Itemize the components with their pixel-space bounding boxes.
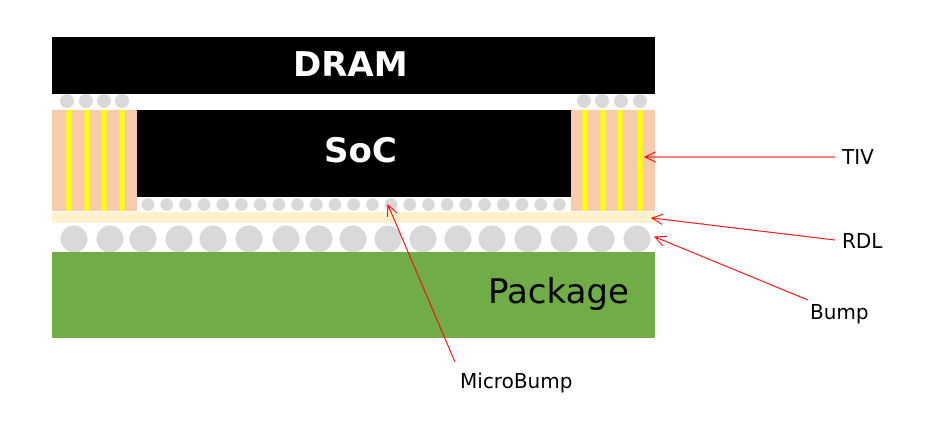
dram-bump xyxy=(633,94,647,108)
bump xyxy=(514,225,542,253)
microbump-arrowhead-icon xyxy=(386,203,398,218)
dram-bump xyxy=(577,94,591,108)
bump xyxy=(339,225,367,253)
bump xyxy=(409,225,437,253)
bump xyxy=(60,225,88,253)
bump xyxy=(623,225,651,253)
bump xyxy=(199,225,227,253)
microbump xyxy=(216,198,230,211)
microbump xyxy=(197,198,211,211)
dram-bump xyxy=(115,94,129,108)
dram-bump xyxy=(595,94,609,108)
dram-bump xyxy=(60,94,74,108)
bump-leader-line xyxy=(654,236,809,301)
bump xyxy=(305,225,333,253)
microbump xyxy=(347,198,361,211)
microbump xyxy=(534,198,547,211)
microbump xyxy=(459,198,473,211)
bump xyxy=(165,225,193,253)
microbump-leader-line xyxy=(387,204,456,363)
bump-arrowhead-icon xyxy=(653,235,668,247)
rdl-callout: RDL xyxy=(842,229,883,253)
tiv-arrowhead-icon xyxy=(643,151,657,163)
microbump xyxy=(272,198,286,211)
microbump xyxy=(235,198,248,211)
rdl-arrowhead-icon xyxy=(650,213,664,225)
tiv-via xyxy=(101,110,107,211)
tiv-via xyxy=(600,110,606,211)
soc-label: SoC xyxy=(324,131,397,171)
microbump xyxy=(515,198,529,211)
bump xyxy=(550,225,578,253)
microbump xyxy=(497,198,510,211)
bump xyxy=(272,225,300,253)
bump xyxy=(444,225,472,253)
microbump xyxy=(422,198,435,211)
dram-bump xyxy=(97,94,111,108)
microbump xyxy=(160,198,173,211)
bump xyxy=(129,225,157,253)
package-substrate xyxy=(52,252,655,338)
dram-bump xyxy=(614,94,628,108)
microbump xyxy=(440,198,454,211)
tiv-via xyxy=(66,110,72,211)
microbump xyxy=(253,198,267,211)
dram-label: DRAM xyxy=(293,45,408,85)
microbump xyxy=(366,198,379,211)
bump-callout: Bump xyxy=(810,300,869,324)
tiv-via xyxy=(84,110,90,211)
dram-bump xyxy=(79,94,93,108)
tiv-via xyxy=(637,110,643,211)
bump xyxy=(587,225,615,253)
dram-die xyxy=(52,37,655,94)
bump xyxy=(235,225,263,253)
microbump xyxy=(310,198,323,211)
rdl-leader-line xyxy=(651,217,836,241)
tiv-callout: TIV xyxy=(842,145,874,169)
soc-die xyxy=(137,110,571,197)
microbump xyxy=(141,198,155,211)
bump xyxy=(478,225,506,253)
rdl-layer xyxy=(52,212,655,223)
tiv-via xyxy=(617,110,623,211)
microbump xyxy=(328,198,342,211)
microbump xyxy=(291,198,304,211)
package-label: Package xyxy=(488,272,629,312)
microbump xyxy=(179,198,192,211)
microbump xyxy=(384,198,398,211)
bump xyxy=(374,225,402,253)
microbump xyxy=(478,198,491,211)
microbump xyxy=(553,198,566,211)
tiv-via xyxy=(119,110,125,211)
microbump-callout: MicroBump xyxy=(460,369,573,393)
tiv-via xyxy=(582,110,588,211)
bump xyxy=(96,225,124,253)
microbump xyxy=(403,198,417,211)
